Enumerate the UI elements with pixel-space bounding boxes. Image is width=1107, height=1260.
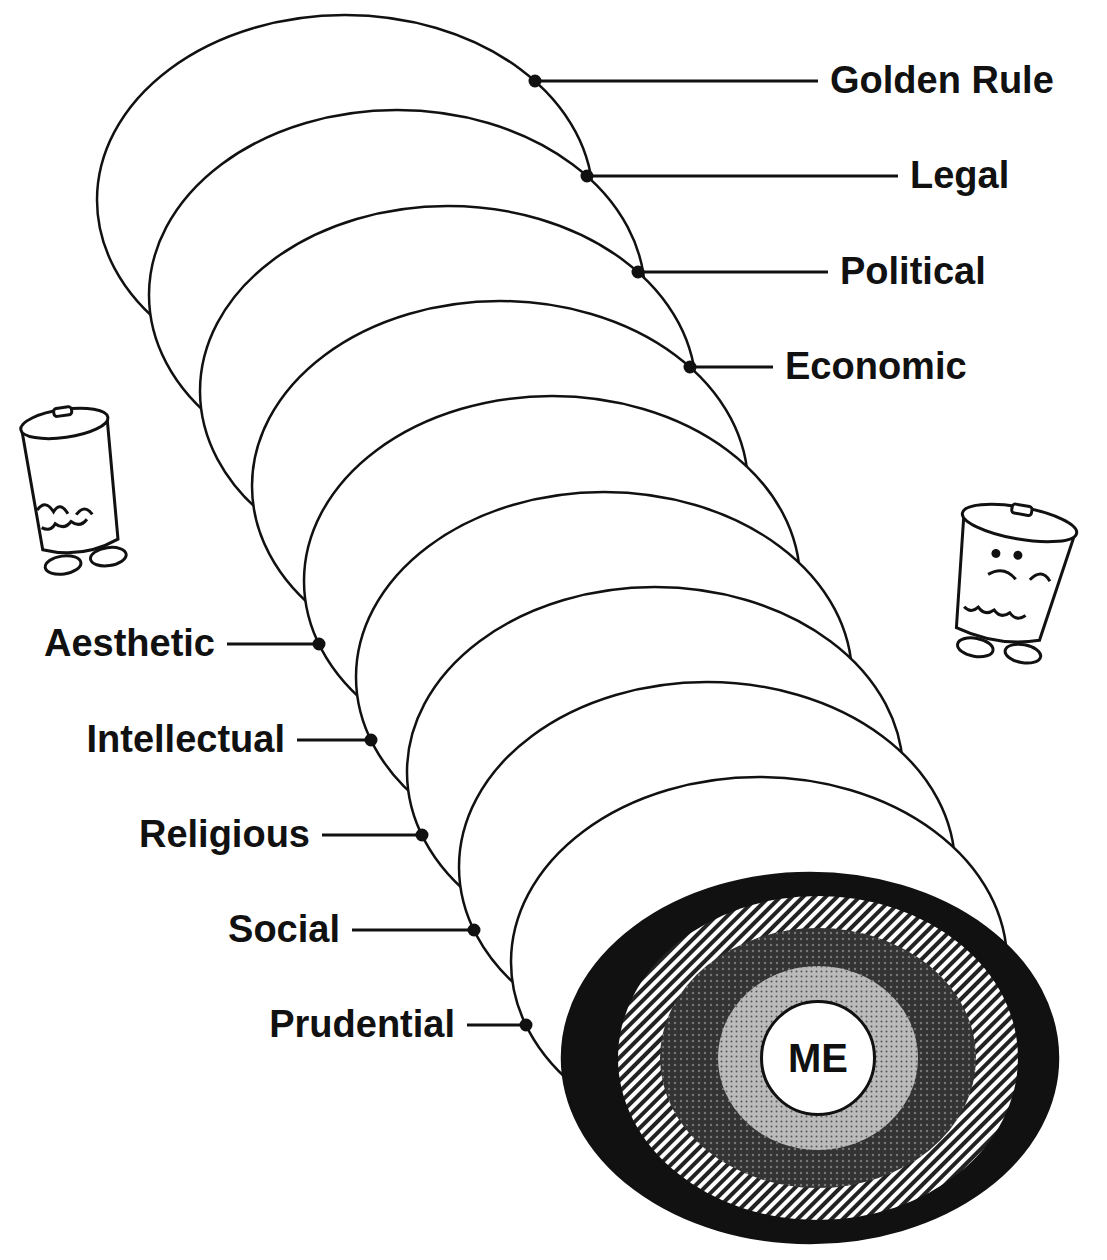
leader-line — [467, 1024, 526, 1027]
lid-handle — [53, 406, 72, 416]
leader-dot — [685, 362, 695, 372]
leader-line — [587, 175, 898, 178]
can-foot — [1004, 642, 1043, 666]
leader-dot — [530, 76, 540, 86]
can-eye — [992, 550, 999, 557]
grey-ring — [718, 966, 918, 1150]
can-foot — [44, 554, 82, 577]
value-label: Intellectual — [87, 719, 286, 761]
can-eye — [1014, 552, 1021, 559]
leader-dot — [314, 639, 324, 649]
can-foot — [89, 545, 127, 568]
can-body — [22, 419, 125, 557]
dark-ring — [660, 928, 976, 1188]
leader-line — [638, 271, 828, 274]
leader-dot — [633, 267, 643, 277]
leader-lines — [227, 76, 898, 1030]
value-label: Religious — [139, 814, 310, 856]
leader-line — [297, 739, 371, 742]
can-arms — [988, 565, 1051, 585]
trash-can-figure — [19, 401, 129, 577]
hatched-ring — [618, 896, 1018, 1220]
value-label: Legal — [910, 155, 1009, 197]
leader-dot — [469, 925, 479, 935]
leader-line — [227, 643, 319, 646]
core-text: ME — [788, 1036, 848, 1081]
value-label: Golden Rule — [830, 60, 1054, 102]
leader-dot — [366, 735, 376, 745]
can-dents — [964, 605, 1026, 620]
front-ring — [562, 873, 1058, 1243]
can-foot — [956, 635, 995, 659]
lid-handle — [1011, 504, 1032, 516]
can-dents — [41, 519, 87, 530]
core-circle: ME — [760, 1000, 876, 1116]
can-lid — [960, 497, 1080, 549]
value-label: Social — [228, 909, 340, 951]
value-label: Economic — [785, 346, 967, 388]
leader-line — [322, 834, 422, 837]
leader-dot — [521, 1020, 531, 1030]
front-ring-disc — [562, 873, 1058, 1243]
leader-line — [352, 929, 474, 932]
can-arms — [37, 498, 93, 522]
leader-dot — [417, 830, 427, 840]
can-lid — [19, 403, 110, 443]
trash-can-figure — [938, 495, 1080, 670]
value-label: Political — [840, 251, 986, 293]
leader-line — [535, 80, 818, 83]
leader-line — [690, 366, 773, 369]
leader-dot — [582, 171, 592, 181]
value-label: Aesthetic — [44, 623, 215, 665]
value-label: Prudential — [269, 1004, 455, 1046]
